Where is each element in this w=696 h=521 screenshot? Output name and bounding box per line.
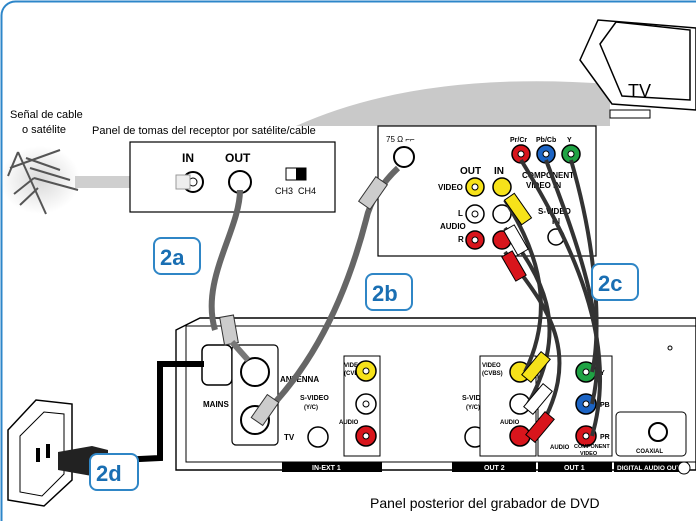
cable-2c-pb [544,159,600,405]
plug-yellow-tv [503,192,533,226]
cable-2a [208,189,243,331]
rec-pb-label: PB [600,402,610,409]
step-2a: 2a [153,237,201,275]
rec-antenna-label: ANTENNA [280,375,319,384]
plug-red-tv [501,250,527,282]
out1-label: OUT 1 [564,465,585,472]
rec-cvbs2-label: (CVBS) [482,371,503,377]
step-2d-label: 2d [96,461,122,486]
rec-yc2-label: (Y/C) [466,405,480,411]
in-ext1-label: IN-EXT 1 [312,465,341,472]
wall-outlet [7,399,73,507]
tv-label: TV [628,81,651,101]
tv-jack-panel: 75 Ω ⌐⌐ OUT IN VIDEO L AUDIO R Pr/Cr Pb/… [377,125,597,257]
in-ext1-bar [282,462,382,472]
rec-audio3-label: AUDIO [550,445,570,451]
rec-cvbs1-label: (CVBS) [344,371,365,377]
rec-svideo1-label: S-VIDEO [300,395,329,402]
rec-video2-label: VIDEO [482,363,501,369]
out1-bar [538,462,612,472]
rec-audio1-label: AUDIO [339,420,359,426]
receiver-out-jack [228,170,252,194]
rec-yc1-label: (Y/C) [304,405,318,411]
digital-bar [614,462,688,472]
tv-video-in-label: VIDEO IN [526,181,561,190]
cable-2c-pr [519,158,602,437]
antenna-plug [175,174,191,190]
ch3-label: CH3 [275,186,293,196]
plug-yellow-rec [521,350,551,384]
rec-digital-label: DIGITAL AUDIO OUT [617,465,680,472]
step-2b-label: 2b [372,281,398,306]
cable-2d [119,361,204,463]
rec-antenna-jack [240,357,270,387]
tv-antenna-jack [393,146,415,168]
tv-in-label: IN [494,166,504,177]
step-2c-label: 2c [598,271,622,296]
rec-audio2-label: AUDIO [500,420,520,426]
step-2b: 2b [365,273,413,311]
step-2c: 2c [591,263,639,301]
rec-coaxial-label: COAXIAL [636,449,663,455]
rec-video1-label: VIDEO [344,363,363,369]
plug-white-tv [503,224,529,256]
tv-video-in-jack [492,177,512,197]
rec-coaxial-jack [648,422,668,442]
step-2d: 2d [89,453,139,491]
out2-label: OUT 2 [484,465,505,472]
tv-out-label: OUT [460,166,481,177]
rec-y-label: Y [600,370,605,377]
rec-tv-label: TV [284,433,295,442]
rec-pr-label: PR [600,434,610,441]
tv-pr-label: Pr/Cr [510,137,527,144]
plug-white-rec [523,382,553,416]
tv-component-label: COMPONENT [522,171,574,180]
rec-component-label: COMPONENT [574,444,610,450]
recorder-rear-panel: MAINS ANTENNA TV S-VIDEO (Y/C) VIDEO (CV… [175,317,696,475]
ch4-label: CH4 [298,186,316,196]
tv-audio-label: AUDIO [440,222,466,231]
mains-label: MAINS [203,400,229,409]
rec-svideo1-jack [307,426,329,448]
receiver-out-label: OUT [225,151,251,165]
rec-component-video-label: VIDEO [580,451,598,457]
signal-label-line2: o satélite [22,124,66,136]
cable-2c-video [503,198,543,373]
rear-panel-caption: Panel posterior del grabador de DVD [370,495,600,511]
tv-pb-label: Pb/Cb [536,137,556,144]
rec-svideo2-label: S-VIDEO [462,395,491,402]
receiver-panel: IN OUT CH3 CH4 [129,141,336,213]
tv-svideo-label: S-VIDEO [538,207,571,216]
tv-video-label: VIDEO [438,183,463,192]
ch-switch-knob [296,168,306,180]
tv-icon: TV [579,19,696,119]
signal-label-line1: Señal de cable [10,109,83,121]
step-2a-label: 2a [160,245,185,270]
tv-audio-l-in-jack [492,204,512,224]
tv-y-label: Y [567,137,572,144]
plug-red-rec [525,410,555,444]
tv-antenna-label: 75 Ω ⌐⌐ [386,135,415,144]
receiver-panel-label: Panel de tomas del receptor por satélite… [92,125,316,137]
antenna-icon [0,146,80,215]
out2-bar [452,462,536,472]
tv-swoosh [296,81,610,126]
receiver-in-label: IN [182,151,194,165]
tv-l-label: L [458,209,463,218]
tv-r-label: R [458,235,464,244]
cable-2b-plug [357,176,389,210]
mains-socket [201,344,233,386]
